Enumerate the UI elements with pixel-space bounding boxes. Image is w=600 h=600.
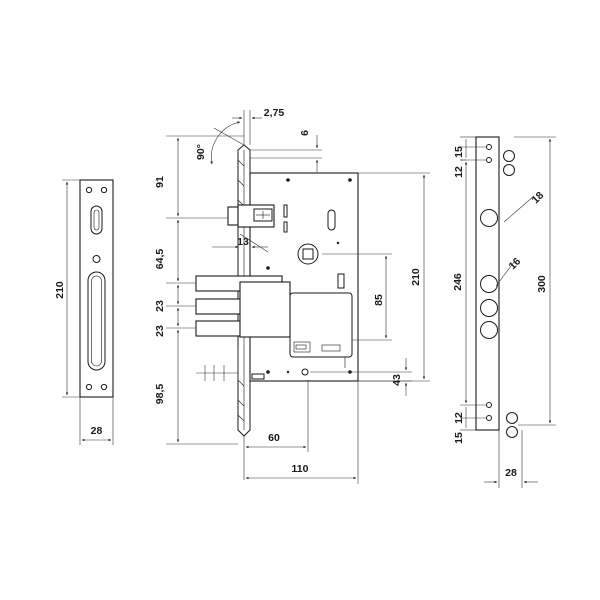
thickness-dimension: 6 — [250, 130, 322, 172]
backset-dimension: 60 — [243, 380, 309, 480]
faceplate-front — [475, 136, 518, 438]
latch-bolt — [227, 204, 275, 228]
body-width-dimension: 110 — [245, 381, 359, 484]
body-height-dimension: 210 — [358, 172, 430, 382]
faceplate-inner-length: 246 — [452, 159, 486, 406]
cylinder-distance-label: 85 — [373, 294, 385, 306]
bottom-detail — [196, 348, 239, 381]
faceplate-width-dimension: 28 — [484, 430, 538, 488]
bottom-gap-label: 98,5 — [154, 384, 166, 405]
strike-plate-height-dimension: 210 — [54, 179, 80, 398]
bottom-spacing-1-label: 15 — [453, 432, 465, 444]
screw-diameter-label: 18 — [530, 189, 547, 206]
hole-diameter-dimension: 16 — [495, 255, 524, 287]
bolt-gap-2-label: 23 — [154, 325, 166, 337]
bottom-offset-dimension: 43 — [310, 358, 412, 396]
spindle-label: 13 — [237, 236, 249, 248]
total-length-label: 300 — [536, 275, 548, 293]
thickness-label: 6 — [299, 130, 311, 136]
faceplate-width-label: 28 — [505, 467, 517, 479]
body-width-label: 110 — [292, 463, 309, 475]
angle-dimension: 90° — [195, 121, 245, 165]
faceplate-offset-dimension: 2,75 — [232, 107, 284, 145]
spindle-dimension: 13 — [212, 233, 269, 253]
hole-diameter-label: 16 — [507, 255, 524, 272]
top-spacing-1-label: 12 — [453, 166, 465, 178]
strike-plate — [79, 179, 114, 398]
faceplate-bottom-spacing: 15 12 — [453, 407, 486, 444]
inner-length-label: 246 — [452, 273, 464, 291]
backset-label: 60 — [268, 432, 280, 444]
strike-plate-width-dimension: 28 — [79, 397, 114, 445]
top-spacing-2-label: 15 — [453, 146, 465, 158]
bolt-gap-1-label: 23 — [154, 300, 166, 312]
strike-plate-height-label: 210 — [54, 281, 66, 299]
cylinder-distance-dimension: 85 — [322, 253, 392, 341]
latch-gap-label: 64,5 — [154, 249, 166, 270]
left-vertical-dimensions: 91 64,5 23 23 98,5 — [154, 135, 244, 445]
screw-diameter-dimension: 18 — [503, 189, 547, 223]
body-height-label: 210 — [410, 268, 422, 286]
strike-plate-width-label: 28 — [91, 425, 103, 437]
dead-bolts — [195, 275, 291, 338]
offset-label: 2,75 — [264, 107, 285, 119]
faceplate-total-length: 300 — [514, 136, 556, 426]
bottom-spacing-2-label: 12 — [453, 412, 465, 424]
bottom-offset-label: 43 — [391, 374, 403, 386]
angle-label: 90° — [195, 144, 207, 160]
backset-top-label: 91 — [154, 176, 166, 188]
